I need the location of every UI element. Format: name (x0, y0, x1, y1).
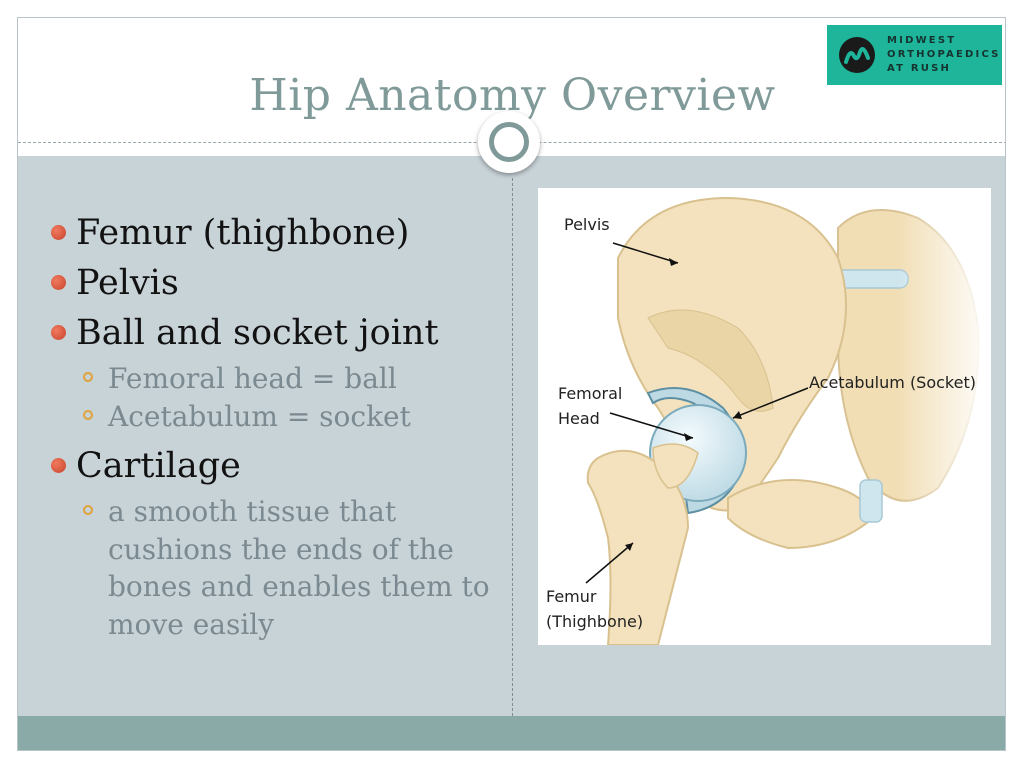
label-femoral-head-line1: Femoral (558, 384, 623, 403)
bullet-item: Cartilage (48, 441, 508, 491)
label-acetabulum: Acetabulum (Socket) (809, 373, 976, 392)
pelvis-pointer (612, 242, 679, 264)
logo-line-1: MIDWEST (887, 35, 957, 46)
sub-bullet-text: a smooth tissue that cushions the ends o… (108, 495, 490, 641)
femoral-head-pointer (609, 412, 694, 439)
column-divider (512, 178, 513, 716)
logo-line-3: AT RUSH (887, 63, 952, 74)
bullet-dot-icon (51, 275, 66, 290)
hip-anatomy-illustration: Pelvis Femoral Head Acetabulum (Socket) … (538, 188, 991, 645)
decorative-ring-icon (478, 111, 540, 173)
label-femoral-head-line2: Head (558, 409, 600, 428)
bullet-item: Femur (thighbone) (48, 208, 508, 258)
logo-mark-icon (839, 37, 875, 73)
femur-neck (652, 443, 699, 489)
bullet-dot-icon (51, 458, 66, 473)
femur-pointer (585, 542, 634, 584)
sub-bullet-ring-icon (83, 372, 93, 382)
sub-bullet-ring-icon (83, 409, 93, 420)
sub-bullet-text: Acetabulum = socket (108, 399, 411, 433)
footer-band (18, 716, 1005, 750)
bullet-item: Pelvis (48, 258, 508, 308)
bullet-list: Femur (thighbone) Pelvis Ball and socket… (48, 208, 508, 643)
label-femur-line2: (Thighbone) (546, 612, 644, 631)
sub-bullet-item: Femoral head = ball (48, 360, 508, 398)
bullet-text: Ball and socket joint (76, 313, 439, 353)
sub-bullet-item: Acetabulum = socket (48, 398, 508, 436)
logo-line-2: ORTHOPAEDICS (887, 49, 1001, 60)
acetabulum-pointer (732, 387, 809, 419)
bullet-item: Ball and socket joint (48, 308, 508, 358)
label-femur-line1: Femur (546, 587, 597, 606)
sub-bullet-ring-icon (83, 505, 93, 515)
pubic-bone (727, 479, 875, 550)
sub-bullet-item: a smooth tissue that cushions the ends o… (48, 493, 508, 643)
slide: Hip Anatomy Overview MIDWEST ORTHOPAEDIC… (17, 17, 1006, 751)
label-pelvis: Pelvis (564, 215, 610, 234)
pelvis-texture (647, 309, 774, 412)
bullet-text: Femur (thighbone) (76, 213, 410, 253)
sub-bullet-text: Femoral head = ball (108, 362, 397, 395)
bullet-dot-icon (51, 225, 66, 240)
logo-text: MIDWEST ORTHOPAEDICS AT RUSH (887, 34, 1001, 76)
midwest-orthopaedics-logo: MIDWEST ORTHOPAEDICS AT RUSH (827, 25, 1002, 85)
bullet-text: Pelvis (76, 263, 179, 303)
pubic-symphysis (859, 479, 883, 523)
bullet-text: Cartilage (76, 446, 241, 486)
bullet-dot-icon (51, 325, 66, 340)
hip-joint-drawing (585, 188, 991, 645)
